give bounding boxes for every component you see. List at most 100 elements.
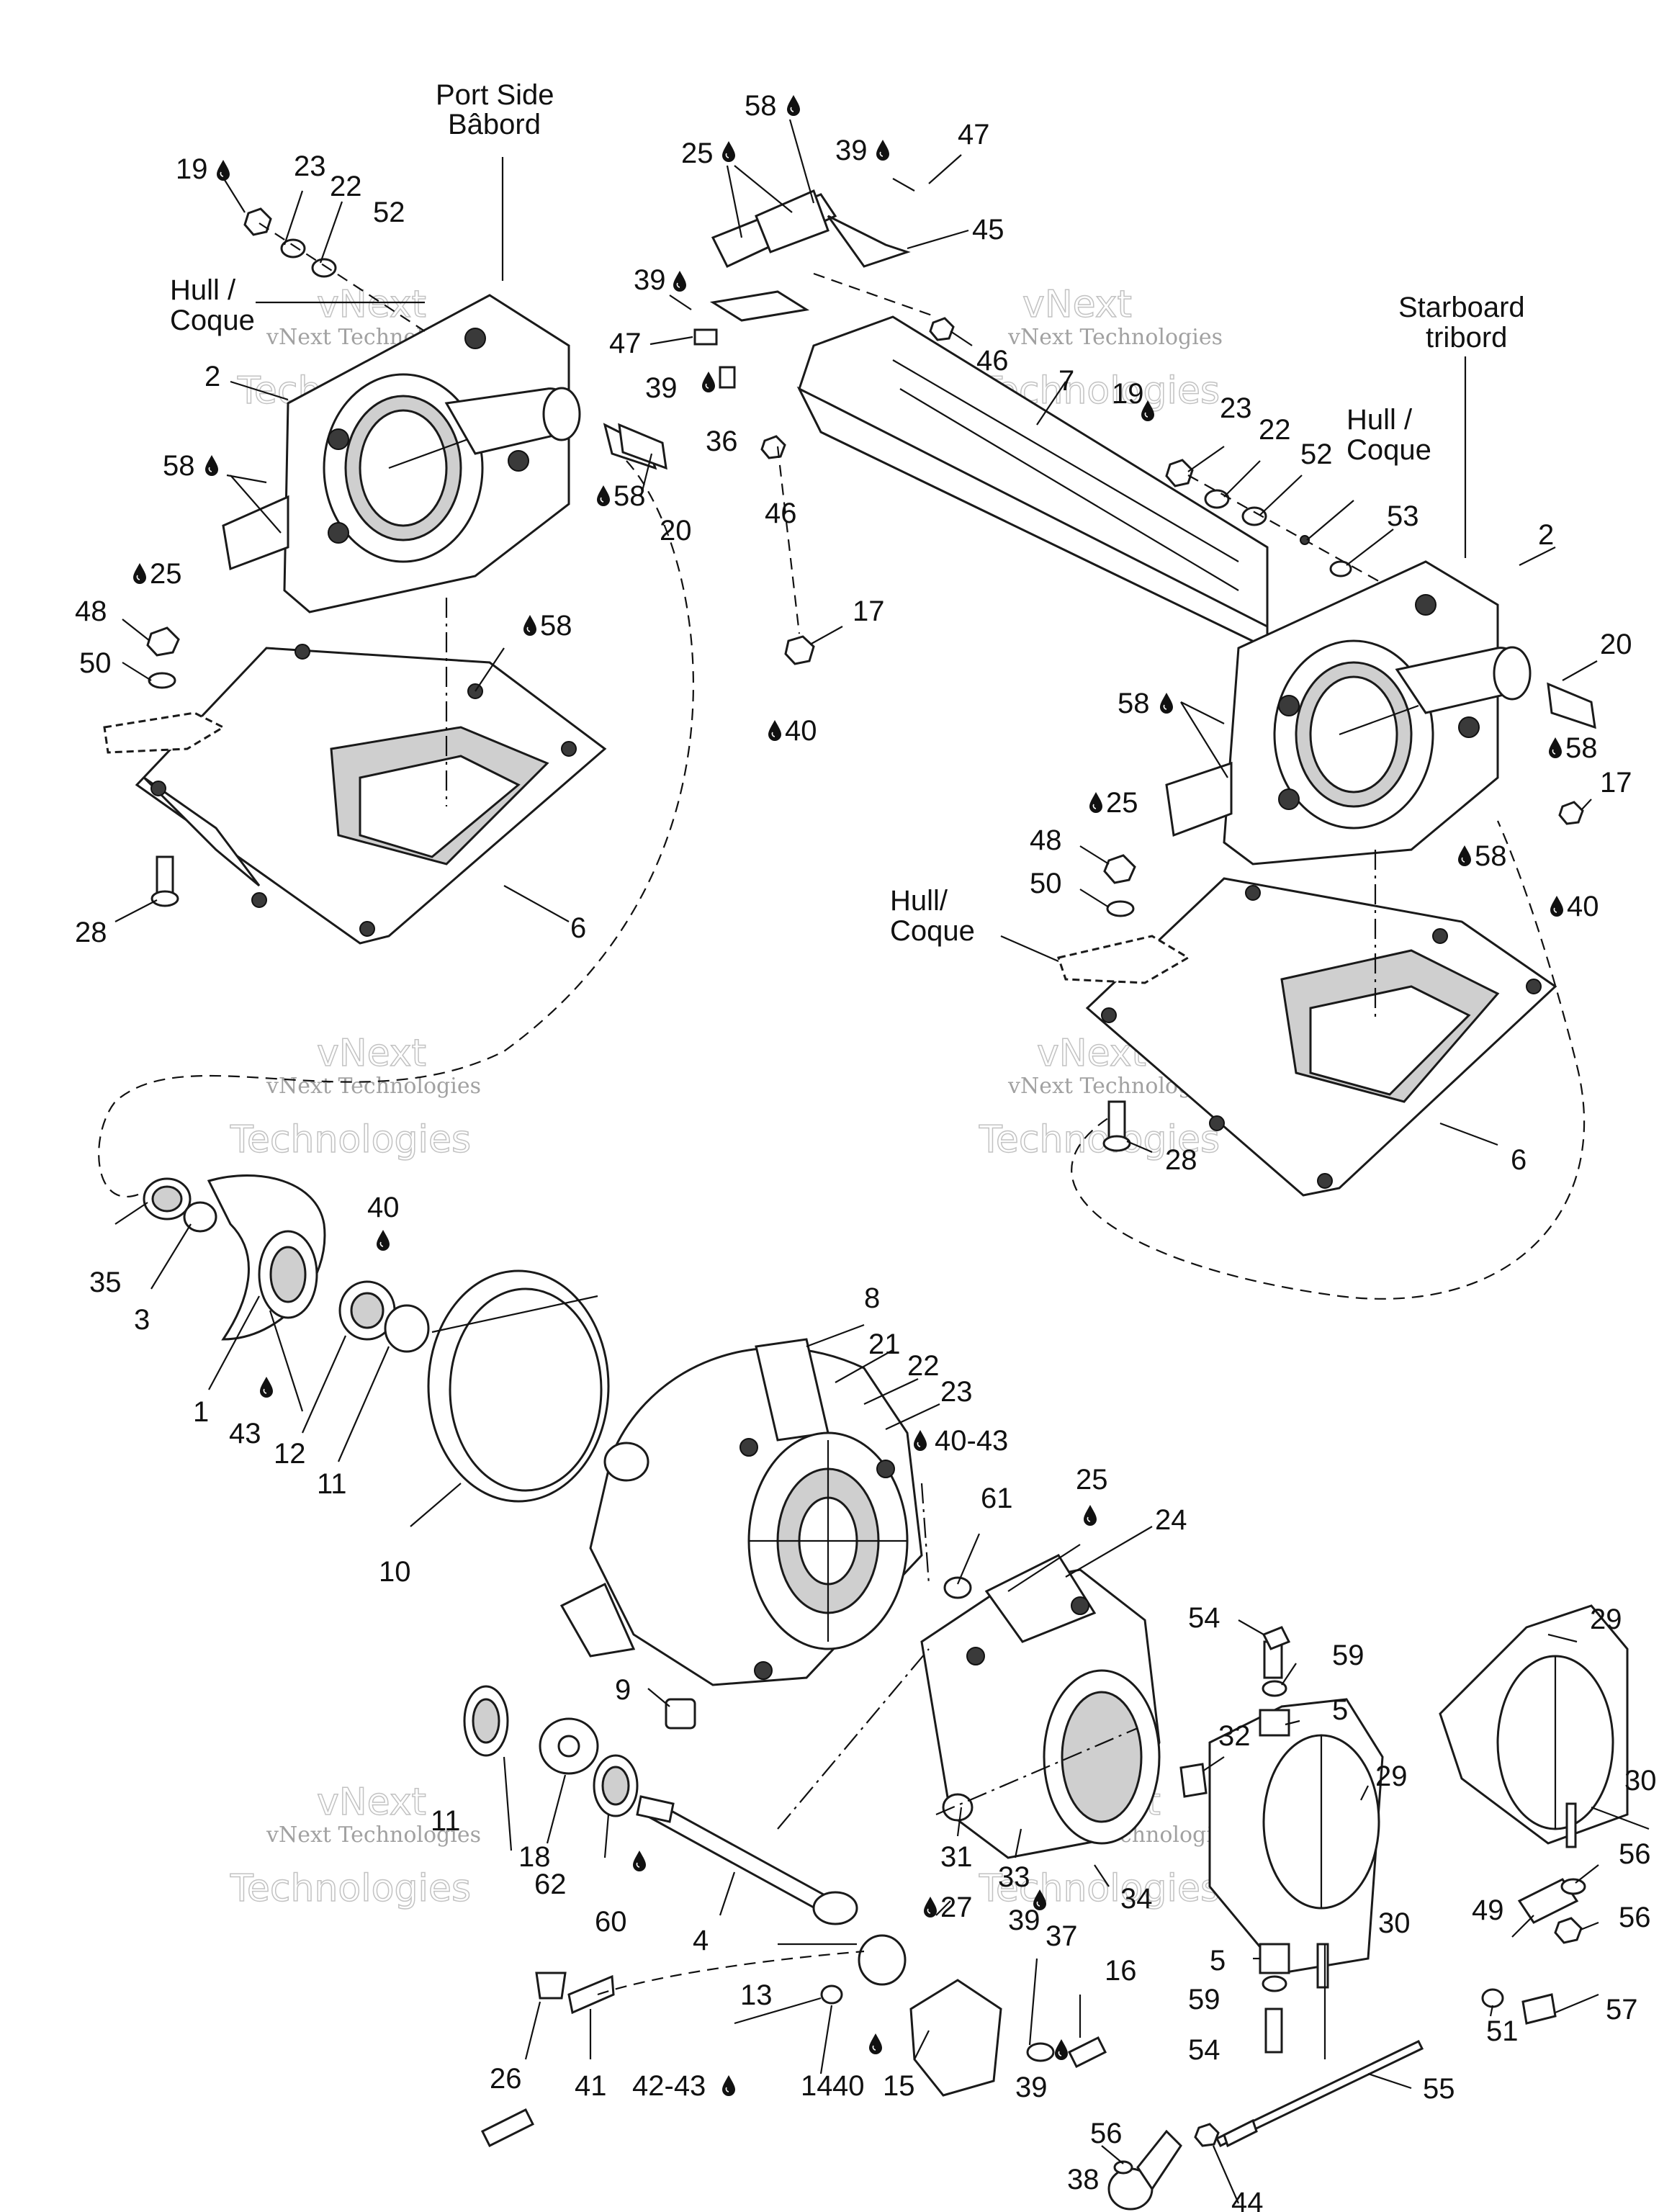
part-number-24: 24	[1155, 1504, 1187, 1536]
part-number-6: 6	[1511, 1144, 1527, 1176]
hull-label-2: Hull /	[1346, 404, 1413, 436]
drop-icon	[876, 139, 890, 161]
part-number-23: 23	[940, 1376, 973, 1408]
part-number-54: 54	[1188, 1602, 1220, 1634]
driveshaft-parts	[463, 1648, 1138, 2148]
starboard-jet-housing	[1165, 560, 1596, 866]
part-number-23: 23	[1220, 392, 1252, 424]
hull-label-1: Hull /	[170, 274, 236, 306]
part-number-17: 17	[853, 595, 885, 627]
coque-label-3: Coque	[890, 915, 975, 947]
part-number-11: 11	[317, 1468, 347, 1500]
hull-label-3: Hull/	[890, 885, 948, 917]
part-number-57: 57	[1606, 1994, 1638, 2026]
svg-text:Technologies: Technologies	[230, 1118, 471, 1161]
part-number-46: 46	[976, 345, 1009, 377]
part-number-39: 39	[1015, 2072, 1048, 2103]
part-number-labels: 19 23 22 52 2 58 58 20 25 48 50 58 28 6 …	[75, 90, 1657, 2212]
tribord-label: tribord	[1426, 322, 1507, 354]
part-number-44: 44	[1231, 2187, 1264, 2212]
drop-icon	[259, 1376, 274, 1398]
drop-icon	[596, 485, 611, 507]
part-number-30: 30	[1378, 1907, 1411, 1939]
part-number-52: 52	[1300, 439, 1333, 470]
drop-icon	[768, 719, 782, 742]
part-number-17: 17	[1600, 767, 1632, 799]
part-number-9: 9	[615, 1674, 631, 1706]
part-number-25: 25	[681, 138, 714, 169]
part-number-58: 58	[1475, 840, 1507, 872]
part-number-47: 47	[609, 328, 642, 359]
part-number-29: 29	[1590, 1604, 1622, 1635]
part-number-48: 48	[75, 595, 107, 627]
part-number-12: 12	[274, 1438, 306, 1470]
part-number-42-43: 42-43	[632, 2070, 706, 2102]
part-number-6: 6	[570, 912, 586, 944]
drop-icon	[913, 1429, 927, 1452]
drop-icon	[1457, 845, 1472, 867]
part-number-26: 26	[490, 2063, 522, 2095]
drop-icon	[376, 1229, 390, 1251]
part-number-35: 35	[89, 1267, 122, 1298]
starboard-nozzle-plate	[1085, 850, 1557, 1197]
drop-icon	[1083, 1504, 1097, 1527]
part-number-39: 39	[645, 372, 678, 404]
part-number-40: 40	[785, 715, 817, 747]
part-number-50: 50	[79, 647, 112, 679]
part-number-50: 50	[1030, 868, 1062, 899]
part-number-10: 10	[379, 1556, 411, 1588]
drop-icon	[1548, 737, 1563, 759]
part-number-20: 20	[1600, 629, 1632, 660]
part-number-36: 36	[706, 426, 738, 457]
part-number-11: 11	[431, 1805, 461, 1837]
drop-icon	[923, 1896, 938, 1918]
svg-text:vNext: vNext	[317, 1032, 426, 1075]
drop-icon	[701, 371, 716, 393]
port-nozzle-plate	[135, 598, 607, 945]
part-number-30: 30	[1624, 1765, 1657, 1797]
drop-icon	[1054, 2038, 1069, 2061]
starboard-hardware	[1057, 459, 1383, 1152]
part-number-32: 32	[1218, 1720, 1251, 1752]
part-number-7: 7	[1058, 365, 1074, 397]
drop-icon	[721, 2074, 736, 2097]
svg-text:Technologies: Technologies	[979, 1867, 1220, 1910]
drop-icon	[523, 614, 537, 637]
part-number-58: 58	[1118, 688, 1150, 719]
part-number-4: 4	[693, 1925, 709, 1956]
part-number-46: 46	[765, 498, 797, 529]
part-number-23: 23	[294, 150, 326, 182]
part-number-3: 3	[134, 1304, 150, 1336]
part-number-52: 52	[373, 197, 405, 228]
part-number-16: 16	[1105, 1955, 1137, 1987]
callout-text: Port Side Bâbord Starboard tribord Hull …	[170, 79, 1525, 947]
driveshaft-line	[98, 460, 694, 1198]
part-number-58: 58	[745, 90, 777, 122]
part-number-49: 49	[1472, 1894, 1504, 1926]
port-jet-housing	[222, 294, 657, 613]
part-number-53: 53	[1387, 500, 1419, 532]
pump-housing	[559, 1338, 930, 1686]
part-number-39: 39	[835, 135, 868, 166]
part-number-51: 51	[1486, 2015, 1519, 2047]
babord-label: Bâbord	[448, 109, 541, 140]
starboard-label: Starboard	[1398, 292, 1525, 323]
impeller-parts	[143, 1174, 610, 1503]
part-number-29: 29	[1375, 1761, 1408, 1792]
part-number-39: 39	[634, 264, 666, 296]
part-number-47: 47	[958, 119, 990, 150]
svg-text:vNext: vNext	[317, 283, 426, 326]
svg-text:vNext: vNext	[1022, 283, 1132, 326]
part-number-19: 19	[1112, 378, 1144, 410]
steering-nozzle	[1179, 1626, 1384, 2054]
part-number-19: 19	[176, 153, 208, 185]
part-number-59: 59	[1188, 1984, 1220, 2015]
part-number-18: 18	[518, 1841, 551, 1873]
svg-text:vNext: vNext	[317, 1781, 426, 1824]
drop-icon	[132, 562, 147, 585]
part-number-39: 39	[1008, 1905, 1040, 1936]
drop-icon	[786, 94, 801, 117]
ride-plate-link	[693, 189, 1269, 665]
part-number-31: 31	[940, 1841, 973, 1873]
part-number-40: 40	[832, 2070, 865, 2102]
